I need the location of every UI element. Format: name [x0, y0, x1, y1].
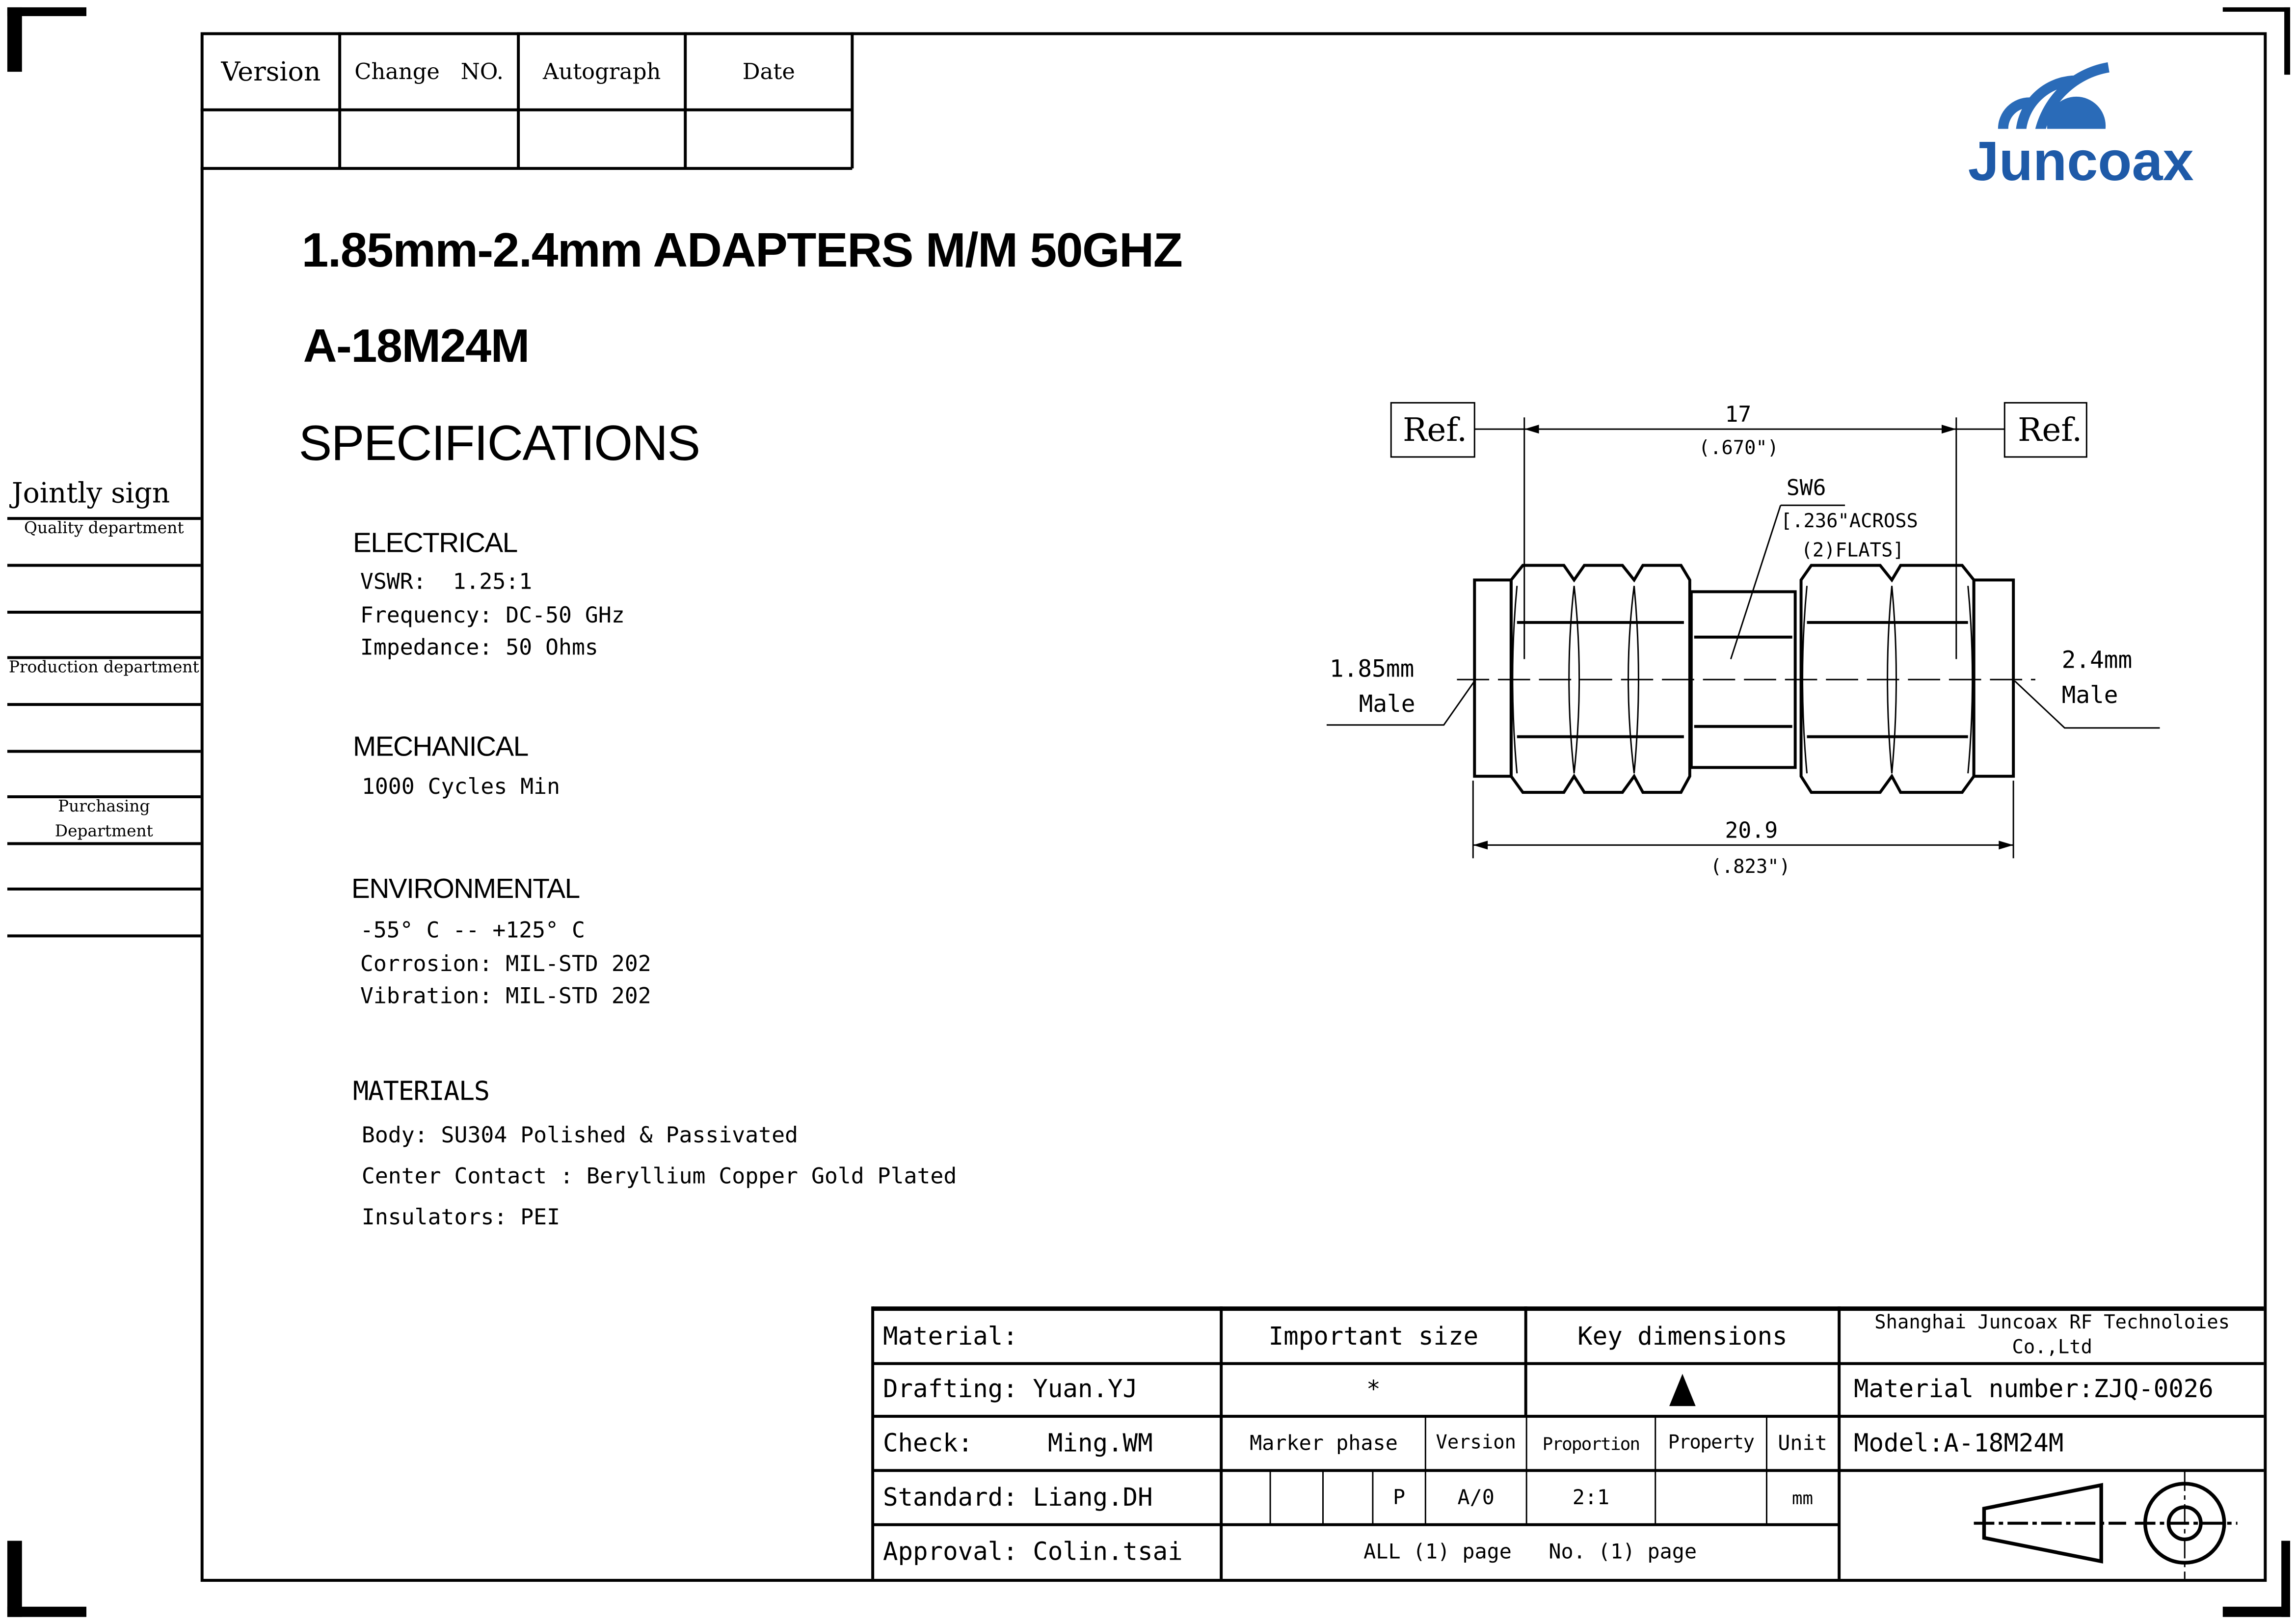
check-field: Check: Ming.WM [882, 1429, 1153, 1458]
approval-field: Approval: Colin.tsai [882, 1537, 1183, 1567]
spec-vswr: VSWR: 1.25:1 [360, 568, 533, 595]
mechanical-section: MECHANICAL 1000 Cycles Min [353, 732, 560, 804]
spec-cycles: 1000 Cycles Min [361, 773, 561, 800]
proportion-value: 2:1 [1572, 1486, 1610, 1510]
key-dimension-triangle-icon [1527, 1364, 1838, 1415]
spec-center-contact: Center Contact : Beryllium Copper Gold P… [361, 1163, 957, 1190]
spec-temperature: -55° C -- +125° C [360, 917, 585, 944]
environmental-section: ENVIRONMENTAL -55° C -- +125° C Corrosio… [351, 874, 651, 1013]
header-version: Version [221, 56, 321, 87]
corner-mark-top-left [7, 7, 87, 16]
unit-value: mm [1791, 1487, 1814, 1508]
ref-right-label: Ref. [2018, 411, 2082, 449]
corner-mark-bottom-left-h [7, 1606, 87, 1617]
corner-mark-bottom-left [7, 1541, 22, 1617]
specifications-heading: SPECIFICATIONS [298, 416, 701, 472]
model-field: Model:A-18M24M [1853, 1429, 2064, 1458]
material-label: Material: [882, 1322, 1018, 1352]
property-label: Property [1668, 1432, 1755, 1455]
sw6-label: SW6 [1787, 474, 1826, 500]
left-connector-size: 1.85mm [1330, 655, 1414, 682]
part-number: A-18M24M [303, 319, 530, 372]
material-number: Material number:ZJQ-0026 [1853, 1374, 2214, 1404]
unit-label: Unit [1778, 1432, 1827, 1456]
spec-impedance: Impedance: 50 Ohms [360, 634, 598, 661]
corner-mark-top-right [2222, 7, 2291, 12]
ref-left-label: Ref. [1403, 411, 1467, 449]
key-dimensions-label: Key dimensions [1577, 1322, 1788, 1352]
hex-nut-left [1509, 564, 1691, 794]
sw6-across: [.236"ACROSS [1781, 510, 1918, 532]
electrical-section: ELECTRICAL VSWR: 1.25:1 Frequency: DC-50… [353, 529, 625, 664]
mechanical-heading: MECHANICAL [352, 732, 529, 763]
corner-mark-bottom-right-v [2281, 1541, 2291, 1617]
electrical-heading: ELECTRICAL [352, 529, 518, 560]
header-date: Date [742, 58, 795, 85]
jointly-sign-label: Jointly sign [11, 477, 170, 510]
important-size-symbol: * [1366, 1375, 1381, 1404]
drafting-field: Drafting: Yuan.YJ [882, 1374, 1138, 1404]
hex-nut-right [1799, 564, 1976, 794]
leader-left [1326, 680, 1475, 726]
leader-right [2014, 680, 2160, 729]
marker-phase-label: Marker phase [1250, 1432, 1398, 1456]
corner-mark-top-right-v [2284, 7, 2291, 75]
spec-body: Body: SU304 Polished & Passivated [361, 1122, 798, 1148]
spec-frequency: Frequency: DC-50 GHz [360, 601, 625, 628]
leader-sw [1730, 505, 1782, 659]
proportion-label: Proportion [1542, 1433, 1640, 1454]
header-change-no: Change NO. [354, 58, 504, 85]
company-name: Shanghai Juncoax RF Technoloies Co.,Ltd [1874, 1311, 2230, 1359]
spec-vibration: Vibration: MIL-STD 202 [360, 982, 651, 1009]
version-label: Version [1436, 1432, 1516, 1455]
right-connector-size: 2.4mm [2062, 647, 2133, 674]
standard-field: Standard: Liang.DH [882, 1483, 1153, 1513]
sw6-flats: (2)FLATS] [1801, 540, 1904, 562]
purchasing-department: Purchasing Department [54, 796, 153, 841]
dim-20-9-inches: (.823") [1710, 856, 1790, 878]
logo-text: Juncoax [1968, 132, 2194, 193]
marker-phase-value: P [1393, 1486, 1406, 1510]
product-title: 1.85mm-2.4mm ADAPTERS M/M 50GHZ [301, 222, 1183, 277]
spec-corrosion: Corrosion: MIL-STD 202 [360, 949, 651, 976]
header-autograph: Autograph [543, 58, 661, 85]
sheet-border [200, 32, 2267, 1582]
projection-symbol-icon [1974, 1470, 2238, 1579]
left-connector-gender: Male [1359, 691, 1415, 718]
juncoax-logo: Juncoax [1962, 55, 2233, 194]
right-connector-gender: Male [2062, 682, 2118, 709]
version-value: A/0 [1457, 1486, 1495, 1510]
spec-insulators: Insulators: PEI [361, 1204, 561, 1231]
page-count: ALL (1) page No. (1) page [1363, 1540, 1697, 1564]
important-size-label: Important size [1268, 1322, 1479, 1352]
materials-section: MATERIALS Body: SU304 Polished & Passiva… [353, 1077, 957, 1238]
materials-heading: MATERIALS [352, 1076, 490, 1108]
dim-17-inches: (.670") [1699, 437, 1779, 459]
quality-department: Quality department [24, 518, 184, 538]
environmental-heading: ENVIRONMENTAL [351, 874, 580, 905]
dim-17: 17 [1725, 401, 1751, 427]
dim-20-9: 20.9 [1725, 817, 1778, 843]
corner-mark-top-left-v [7, 7, 22, 72]
corner-mark-bottom-right [2222, 1606, 2291, 1617]
production-department: Production department [8, 657, 199, 677]
